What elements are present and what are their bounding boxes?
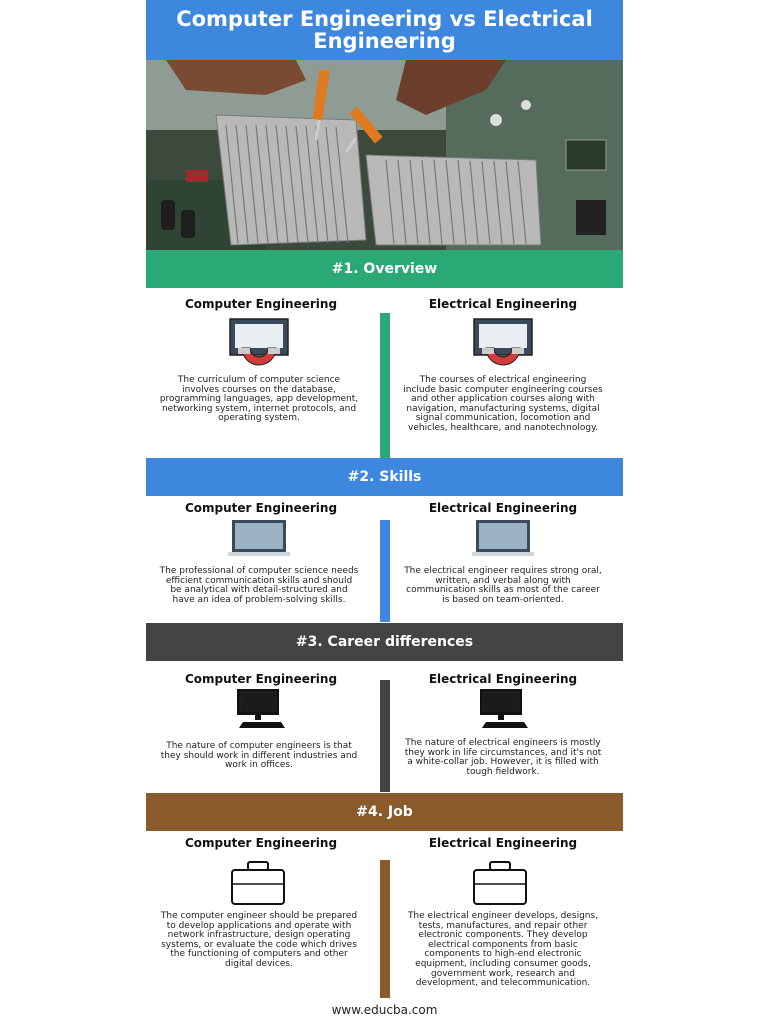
skills-electrical-text: The electrical engineer requires strong … (404, 566, 602, 605)
overview-computer-text: The curriculum of computer science invol… (159, 375, 359, 424)
laptop-icon (472, 519, 534, 564)
career-electrical-text: The nature of electrical engineers is mo… (404, 738, 602, 777)
monitor-magnet-icon (472, 318, 534, 377)
monitor-magnet-icon (228, 318, 290, 377)
overview-electrical-text: The courses of electrical engineering in… (403, 375, 603, 433)
page-title: Computer Engineering vs Electrical Engin… (146, 0, 623, 60)
column-title-computer-engineering: Computer Engineering (184, 672, 338, 686)
job-computer-text: The computer engineer should be prepared… (160, 911, 358, 969)
column-title-computer-engineering: Computer Engineering (184, 297, 338, 311)
infographic: Computer Engineering vs Electrical Engin… (146, 0, 623, 1024)
column-title-electrical-engineering: Electrical Engineering (428, 501, 578, 515)
career-computer-text: The nature of computer engineers is that… (160, 741, 358, 771)
column-divider (380, 680, 390, 792)
desktop-computer-icon (235, 688, 287, 737)
column-title-computer-engineering: Computer Engineering (184, 836, 338, 850)
hero-photo-circuit-board (146, 60, 623, 250)
column-title-electrical-engineering: Electrical Engineering (428, 297, 578, 311)
section-header-career-differences: #3. Career differences (146, 623, 623, 661)
briefcase-icon (230, 860, 286, 911)
column-divider (380, 860, 390, 998)
section-header-job: #4. Job (146, 793, 623, 831)
desktop-computer-icon (478, 688, 530, 737)
column-divider (380, 313, 390, 458)
laptop-icon (228, 519, 290, 564)
column-title-electrical-engineering: Electrical Engineering (428, 836, 578, 850)
briefcase-icon (472, 860, 528, 911)
section-header-skills: #2. Skills (146, 458, 623, 496)
column-title-electrical-engineering: Electrical Engineering (428, 672, 578, 686)
skills-computer-text: The professional of computer science nee… (159, 566, 359, 605)
column-divider (380, 520, 390, 622)
footer-source: www.educba.com (331, 1003, 438, 1017)
section-header-overview: #1. Overview (146, 250, 623, 288)
column-title-computer-engineering: Computer Engineering (184, 501, 338, 515)
job-electrical-text: The electrical engineer develops, design… (407, 911, 599, 989)
